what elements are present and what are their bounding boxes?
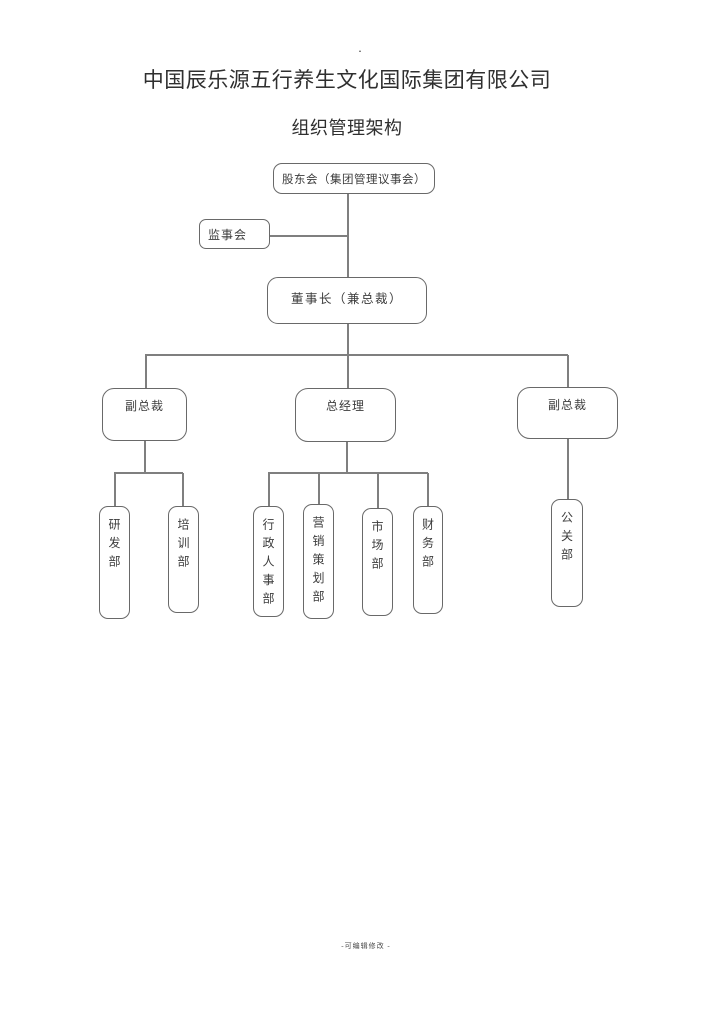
- node-shareholders-label: 股东会（集团管理议事会）: [282, 173, 426, 186]
- node-vp-right-label: 副总裁: [547, 398, 587, 412]
- connector-drop-marketing-planning: [318, 473, 320, 504]
- node-vp-left: 副总裁: [102, 388, 187, 441]
- node-chairman-label: 董事长（兼总裁）: [290, 292, 403, 306]
- connector-drop-training: [182, 473, 184, 506]
- node-supervisory-label: 监事会: [208, 227, 248, 242]
- node-pr-dept-label: 公关部: [559, 511, 574, 567]
- node-training-dept-label: 培训部: [176, 518, 190, 574]
- node-admin-hr-dept: 行政人事部: [253, 506, 284, 617]
- node-market-dept-label: 市场部: [370, 520, 384, 576]
- footer-watermark: -可编辑修改 -: [341, 942, 391, 950]
- connector-level2-bus: [145, 354, 568, 356]
- stray-period-mark: .: [358, 40, 362, 55]
- node-supervisory: 监事会: [199, 219, 270, 249]
- connector-drop-rnd: [114, 473, 116, 506]
- connector-drop-admin-hr: [268, 473, 270, 506]
- connector-gm-stem: [346, 442, 348, 473]
- node-marketing-planning-dept: 营销策划部: [303, 504, 334, 619]
- node-admin-hr-dept-label: 行政人事部: [261, 518, 275, 611]
- page-title: 中国辰乐源五行养生文化国际集团有限公司: [142, 68, 552, 92]
- node-rnd-dept: 研发部: [99, 506, 130, 619]
- connector-chairman-gm: [347, 324, 349, 388]
- connector-drop-market: [377, 473, 379, 508]
- node-chairman: 董事长（兼总裁）: [267, 277, 427, 324]
- node-pr-dept: 公关部: [551, 499, 583, 607]
- node-training-dept: 培训部: [168, 506, 199, 613]
- node-general-manager-label: 总经理: [325, 399, 365, 413]
- node-shareholders: 股东会（集团管理议事会）: [273, 163, 435, 194]
- node-vp-left-label: 副总裁: [124, 399, 164, 413]
- connector-drop-finance: [427, 473, 429, 506]
- node-vp-right: 副总裁: [517, 387, 618, 439]
- connector-left-bus: [114, 472, 183, 474]
- connector-supervisory-trunk: [270, 235, 348, 237]
- connector-vp-left-stem: [144, 441, 146, 473]
- connector-bus-vp-right: [567, 355, 569, 387]
- node-finance-dept: 财务部: [413, 506, 443, 614]
- connector-vp-right-pr: [567, 439, 569, 499]
- connector-mid-bus: [268, 472, 428, 474]
- page-subtitle: 组织管理架构: [291, 118, 403, 138]
- node-rnd-dept-label: 研发部: [107, 518, 121, 574]
- connector-bus-vp-left: [145, 355, 147, 388]
- node-marketing-planning-dept-label: 营销策划部: [311, 516, 325, 609]
- node-market-dept: 市场部: [362, 508, 393, 616]
- node-general-manager: 总经理: [295, 388, 396, 442]
- node-finance-dept-label: 财务部: [420, 518, 435, 574]
